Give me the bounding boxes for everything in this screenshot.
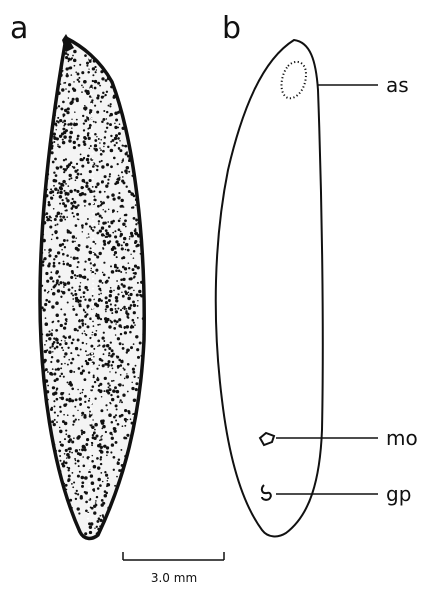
scale-bar-label: 3.0 mm (151, 571, 197, 585)
specimen-b-outline (216, 40, 323, 536)
callout-label-gp: gp (386, 482, 411, 506)
panel-letter-a: a (10, 11, 28, 46)
scale-bar: 3.0 mm (123, 552, 224, 585)
specimen-b (216, 40, 323, 536)
specimen-a (40, 34, 145, 538)
callout-label-as: as (386, 73, 409, 97)
callout-label-mo: mo (386, 426, 418, 450)
panel-letter-b: b (222, 11, 241, 46)
